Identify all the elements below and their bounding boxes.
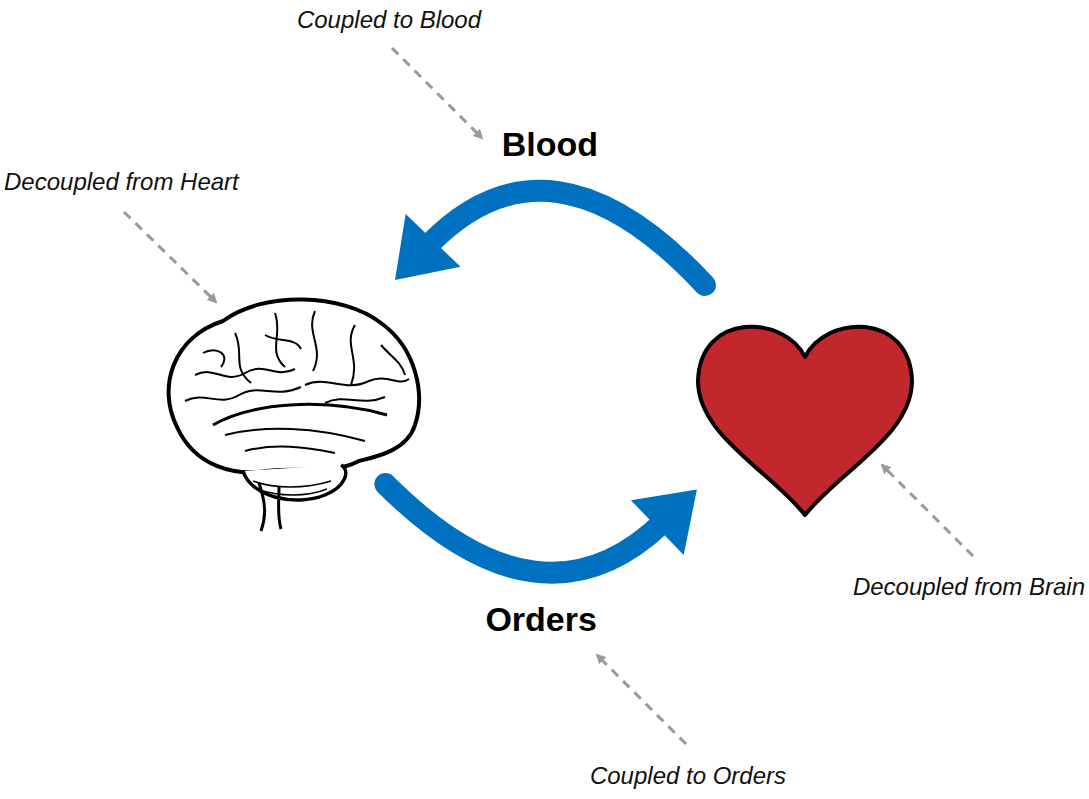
callout-text: Coupled to Blood [297,6,481,35]
arrowhead [631,489,697,555]
leader-line [882,465,973,556]
callout-text: Decoupled from Heart [4,168,239,197]
leader-line [392,48,482,138]
flow-arrow-shaft [385,484,663,573]
leader-line [124,212,216,302]
flow-arrow-shaft [428,191,705,285]
callout-text: Coupled to Orders [590,762,786,791]
callout-text: Decoupled from Brain [853,573,1085,602]
leader-line [597,655,686,744]
brain-illustration: Decoupled from Heart [155,275,395,530]
heart-illustration [690,285,920,520]
brain-illustration [155,275,425,535]
flow-arrow [385,484,697,573]
arrowhead [395,214,460,280]
edge-label: Blood [498,126,602,163]
flow-arrow [395,191,705,285]
heart-illustration: Decoupled from Brain [690,285,920,520]
edge-label: Orders [481,601,601,638]
